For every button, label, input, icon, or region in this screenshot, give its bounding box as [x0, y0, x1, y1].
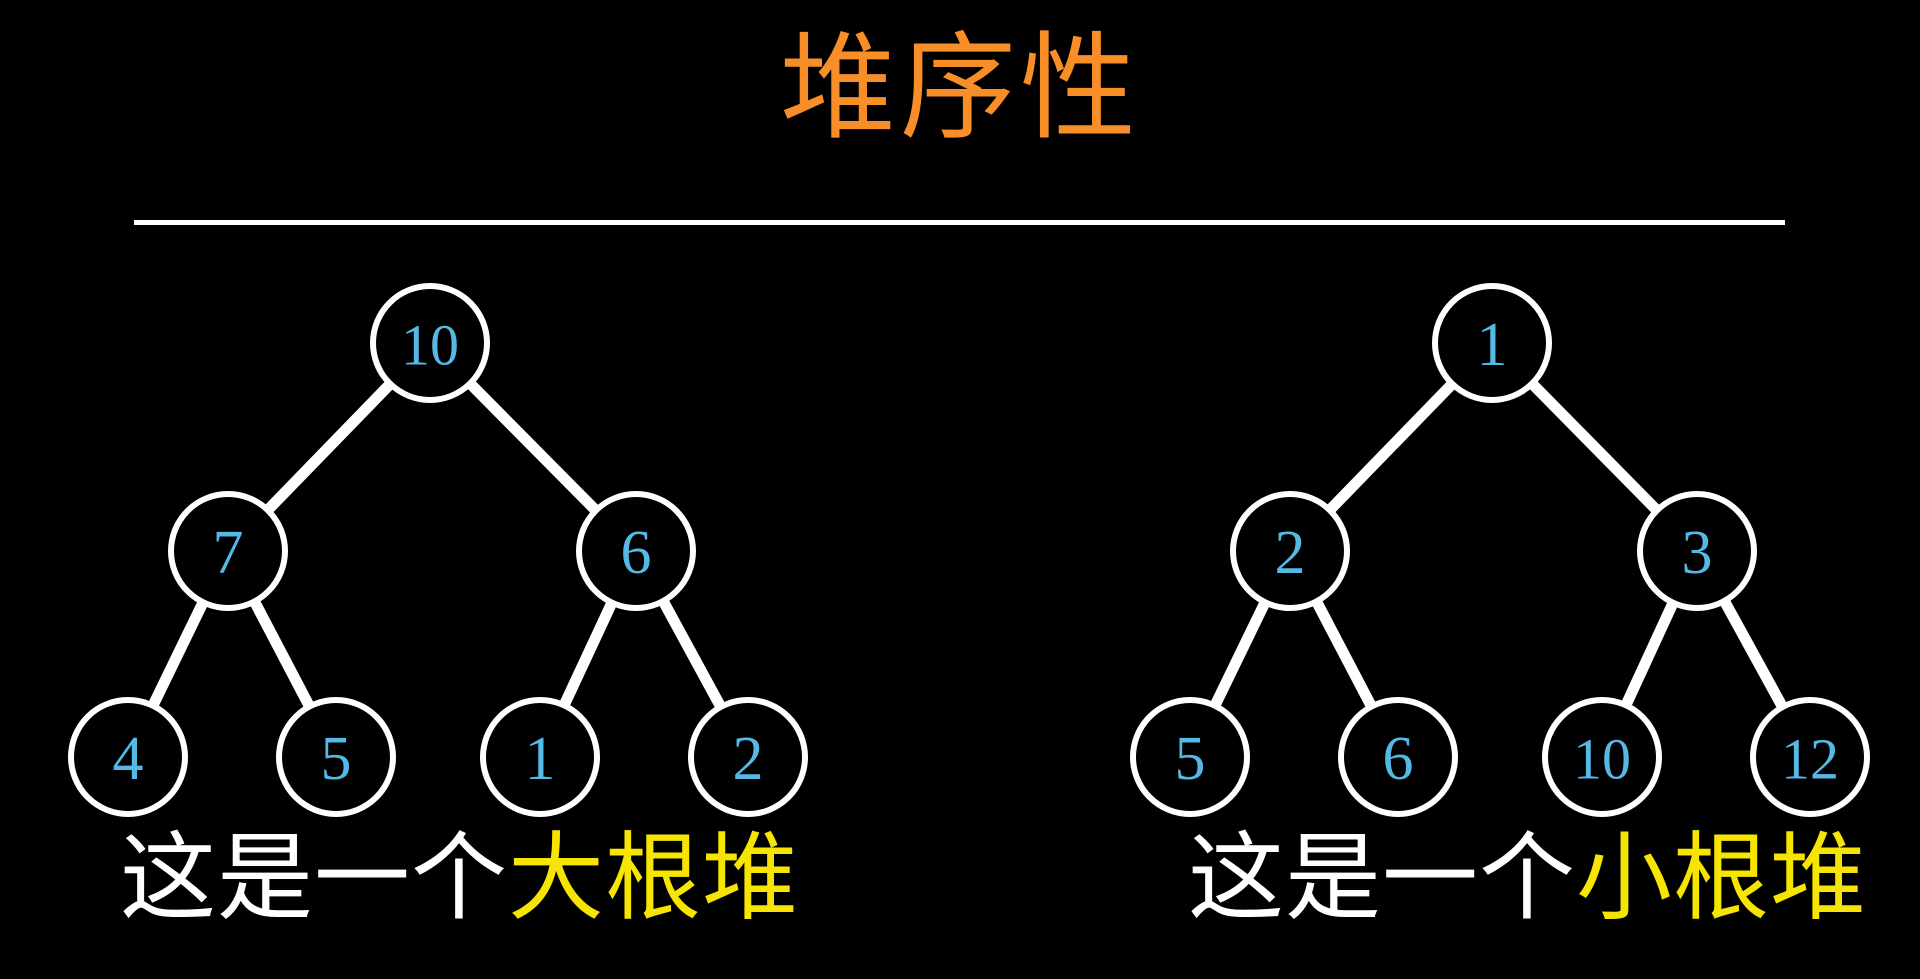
tree-edge	[1620, 599, 1679, 709]
tree-node-value: 2	[733, 725, 764, 793]
tree-node-circle	[688, 697, 808, 817]
tree-node[interactable]: 10	[370, 283, 490, 403]
tree-node[interactable]: 5	[1130, 697, 1250, 817]
tree-node[interactable]: 2	[1230, 491, 1350, 611]
tree-node[interactable]: 6	[1338, 697, 1458, 817]
tree-node[interactable]: 4	[68, 697, 188, 817]
tree-edge	[558, 599, 618, 709]
tree-edge	[147, 598, 209, 710]
tree-node-circle	[1542, 697, 1662, 817]
tree-node-value: 6	[1383, 725, 1414, 793]
tree-node-value: 10	[401, 313, 459, 378]
tree-node[interactable]: 10	[1542, 697, 1662, 817]
tree-edge	[263, 379, 395, 515]
tree-node-value: 7	[213, 519, 244, 587]
tree-node-circle	[1637, 491, 1757, 611]
tree-edge	[249, 598, 315, 710]
tree-node[interactable]: 7	[168, 491, 288, 611]
tree-node[interactable]: 12	[1750, 697, 1870, 817]
tree-edge	[1719, 597, 1788, 711]
tree-node[interactable]: 5	[276, 697, 396, 817]
caption-max-heap-plain: 这是一个	[120, 825, 508, 932]
caption-max-heap-highlight: 大根堆	[508, 825, 799, 932]
tree-edge	[1209, 598, 1271, 710]
title-divider	[134, 220, 1785, 225]
tree-edge	[1325, 379, 1457, 515]
tree-node-value: 5	[321, 725, 352, 793]
tree-node-circle	[1750, 697, 1870, 817]
tree-edge	[1311, 598, 1377, 710]
caption-max-heap: 这是一个大根堆	[120, 826, 799, 932]
tree-node-value: 5	[1175, 725, 1206, 793]
tree-node[interactable]: 1	[480, 697, 600, 817]
tree-node-circle	[1130, 697, 1250, 817]
caption-min-heap-highlight: 小根堆	[1576, 825, 1867, 932]
caption-min-heap: 这是一个小根堆	[1188, 826, 1867, 932]
tree-node-circle	[68, 697, 188, 817]
tree-node[interactable]: 6	[576, 491, 696, 611]
tree-node-circle	[1432, 283, 1552, 403]
tree-edge	[1527, 379, 1662, 515]
tree-node-value: 1	[525, 725, 556, 793]
page-title: 堆序性	[780, 26, 1140, 154]
tree-node-circle	[1338, 697, 1458, 817]
tree-edge	[657, 597, 727, 711]
tree-node-value: 6	[621, 519, 652, 587]
tree-node-circle	[480, 697, 600, 817]
tree-node[interactable]: 3	[1637, 491, 1757, 611]
tree-edge	[465, 378, 601, 516]
tree-node-value: 1	[1477, 311, 1508, 379]
caption-min-heap-plain: 这是一个	[1188, 825, 1576, 932]
tree-node-value: 4	[113, 725, 144, 793]
tree-node-value: 2	[1275, 519, 1306, 587]
tree-node-circle	[168, 491, 288, 611]
tree-node[interactable]: 2	[688, 697, 808, 817]
tree-node-circle	[276, 697, 396, 817]
tree-node-circle	[370, 283, 490, 403]
tree-node-circle	[1230, 491, 1350, 611]
tree-edges-group	[147, 378, 1788, 711]
tree-node-value: 10	[1573, 727, 1631, 792]
tree-node-value: 3	[1682, 519, 1713, 587]
tree-node[interactable]: 1	[1432, 283, 1552, 403]
tree-node-circle	[576, 491, 696, 611]
tree-node-value: 12	[1781, 727, 1839, 792]
